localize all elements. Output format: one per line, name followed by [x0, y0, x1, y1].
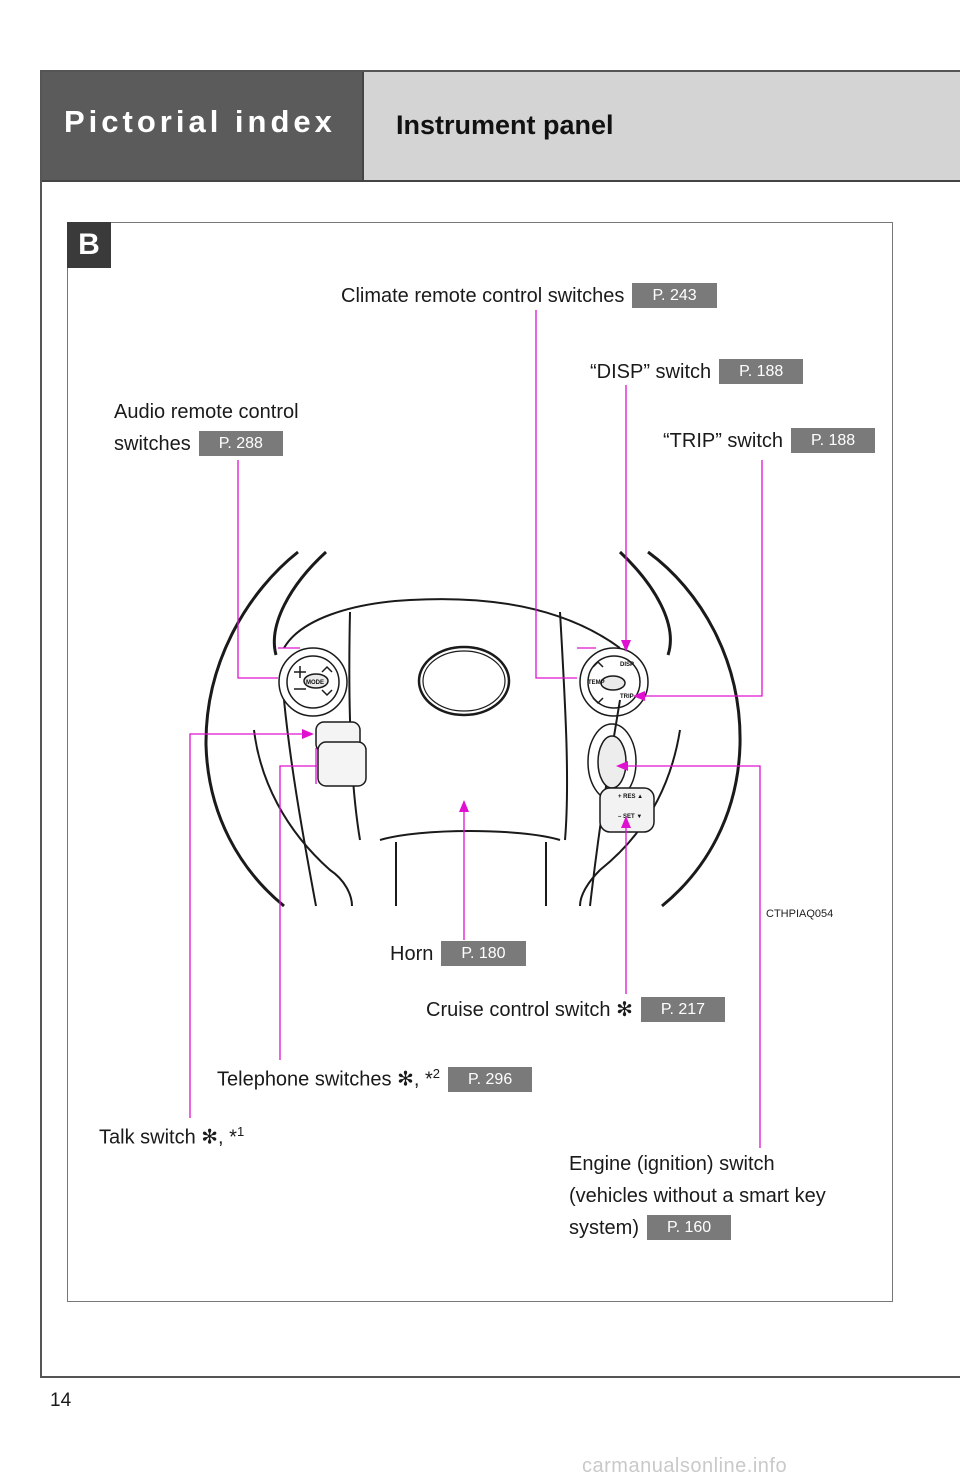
- disp-button-text: DISP: [620, 662, 634, 668]
- asterisk-icon: ✻: [616, 999, 633, 1021]
- page-ref-badge: P. 160: [647, 1215, 732, 1240]
- page-ref-badge: P. 217: [640, 997, 726, 1022]
- talk-switch-label: Talk switch ✻, *1: [99, 1124, 245, 1149]
- climate-switch-cluster: [579, 647, 649, 717]
- section-header: [42, 72, 362, 180]
- heading-bar: [362, 72, 960, 180]
- steering-wheel-rim: [204, 550, 742, 908]
- telephone-switch-group: [315, 721, 367, 787]
- mode-button-text: MODE: [306, 680, 324, 686]
- page-ref-badge: P. 288: [198, 431, 283, 456]
- figure-code: CTHPIAQ054: [766, 908, 834, 920]
- page-ref-badge: P. 296: [448, 1066, 533, 1092]
- page-frame: [40, 70, 960, 1378]
- watermark: carmanualsonline.info: [582, 1455, 788, 1477]
- audio-switch-cluster: [278, 647, 348, 717]
- callout-lines: [189, 310, 763, 1148]
- temp-button-text: TEMP: [588, 680, 605, 686]
- figure-panel: [67, 222, 893, 1302]
- cruise-control-label: Cruise control switch ✻P. 217: [426, 994, 726, 1026]
- emblem-outline: [417, 645, 511, 717]
- engine-cruise-group: [587, 723, 655, 833]
- panel-badge: B: [67, 222, 111, 268]
- page-ref-badge: P. 243: [632, 283, 717, 308]
- asterisk-icon: ✻: [201, 1126, 219, 1149]
- set-button-text: – SET ▼: [618, 814, 642, 820]
- section-title: Pictorial index: [64, 104, 336, 139]
- page-heading: Instrument panel: [396, 110, 614, 140]
- res-button-text: + RES ▲: [618, 794, 643, 800]
- page-number: 14: [50, 1390, 72, 1411]
- page-ref-badge: P. 188: [791, 428, 876, 453]
- page-ref-badge: P. 180: [441, 941, 526, 966]
- header-divider: [42, 180, 960, 182]
- callout-arrowheads: [302, 640, 645, 828]
- page-ref-badge: P. 188: [719, 359, 804, 384]
- trip-button-text: TRIP: [620, 694, 634, 700]
- engine-switch-label: Engine (ignition) switch (vehicles witho…: [569, 1153, 826, 1240]
- asterisk-icon: ✻: [397, 1068, 414, 1091]
